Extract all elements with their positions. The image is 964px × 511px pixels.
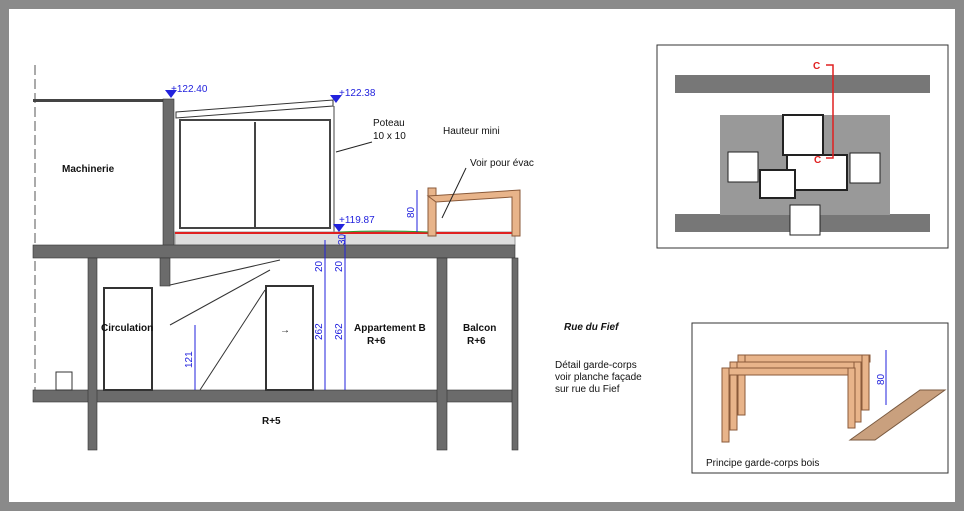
door: [265, 285, 314, 391]
railing-inset: 80 Principe garde-corps bois: [691, 322, 949, 474]
plan-inset: C C: [656, 44, 949, 249]
wood-railing: [427, 187, 437, 237]
note-poteau-size: 10 x 10: [373, 131, 406, 142]
svg-text:→: →: [280, 325, 290, 336]
cut-marker: C: [813, 61, 820, 72]
dim-80: 80: [876, 373, 887, 385]
note-detail: Détail garde-corps: [555, 360, 637, 371]
dim-262: 262: [314, 323, 325, 340]
note-poteau: Poteau: [373, 118, 405, 129]
note-evac: Voir pour évac: [470, 158, 534, 169]
note-detail: voir planche façade: [555, 372, 642, 383]
room-appartement: Appartement B: [354, 323, 426, 334]
dim-20: 20: [334, 260, 345, 272]
room-circulation: Circulation: [101, 323, 153, 334]
room-balcon: Balcon: [463, 323, 496, 334]
note-hauteur: Hauteur mini: [443, 126, 500, 137]
level-top-left: +122.40: [171, 84, 208, 95]
street-label: Rue du Fief: [564, 322, 620, 333]
cut-marker: C: [814, 155, 821, 166]
railing-caption: Principe garde-corps bois: [706, 458, 819, 469]
dim-262: 262: [334, 323, 345, 340]
room-machinerie: Machinerie: [62, 164, 115, 175]
stair: [169, 259, 281, 391]
floor-slab: [32, 244, 516, 259]
dim-railing: 80: [406, 206, 417, 218]
machinerie-roof: [33, 99, 165, 102]
level-terrace: +119.87: [339, 215, 375, 226]
room-balcon-level: R+6: [467, 336, 486, 347]
door: [103, 287, 153, 391]
level-r5: R+5: [262, 416, 281, 427]
room-appartement-level: R+6: [367, 336, 386, 347]
dim-121: 121: [184, 351, 195, 368]
dim-20: 20: [314, 260, 325, 272]
note-detail: sur rue du Fief: [555, 384, 620, 395]
level-top-right: +122.38: [339, 88, 376, 99]
wall: [162, 98, 175, 248]
pergola-roof: [175, 99, 334, 119]
dim-slab: 30: [337, 233, 348, 245]
